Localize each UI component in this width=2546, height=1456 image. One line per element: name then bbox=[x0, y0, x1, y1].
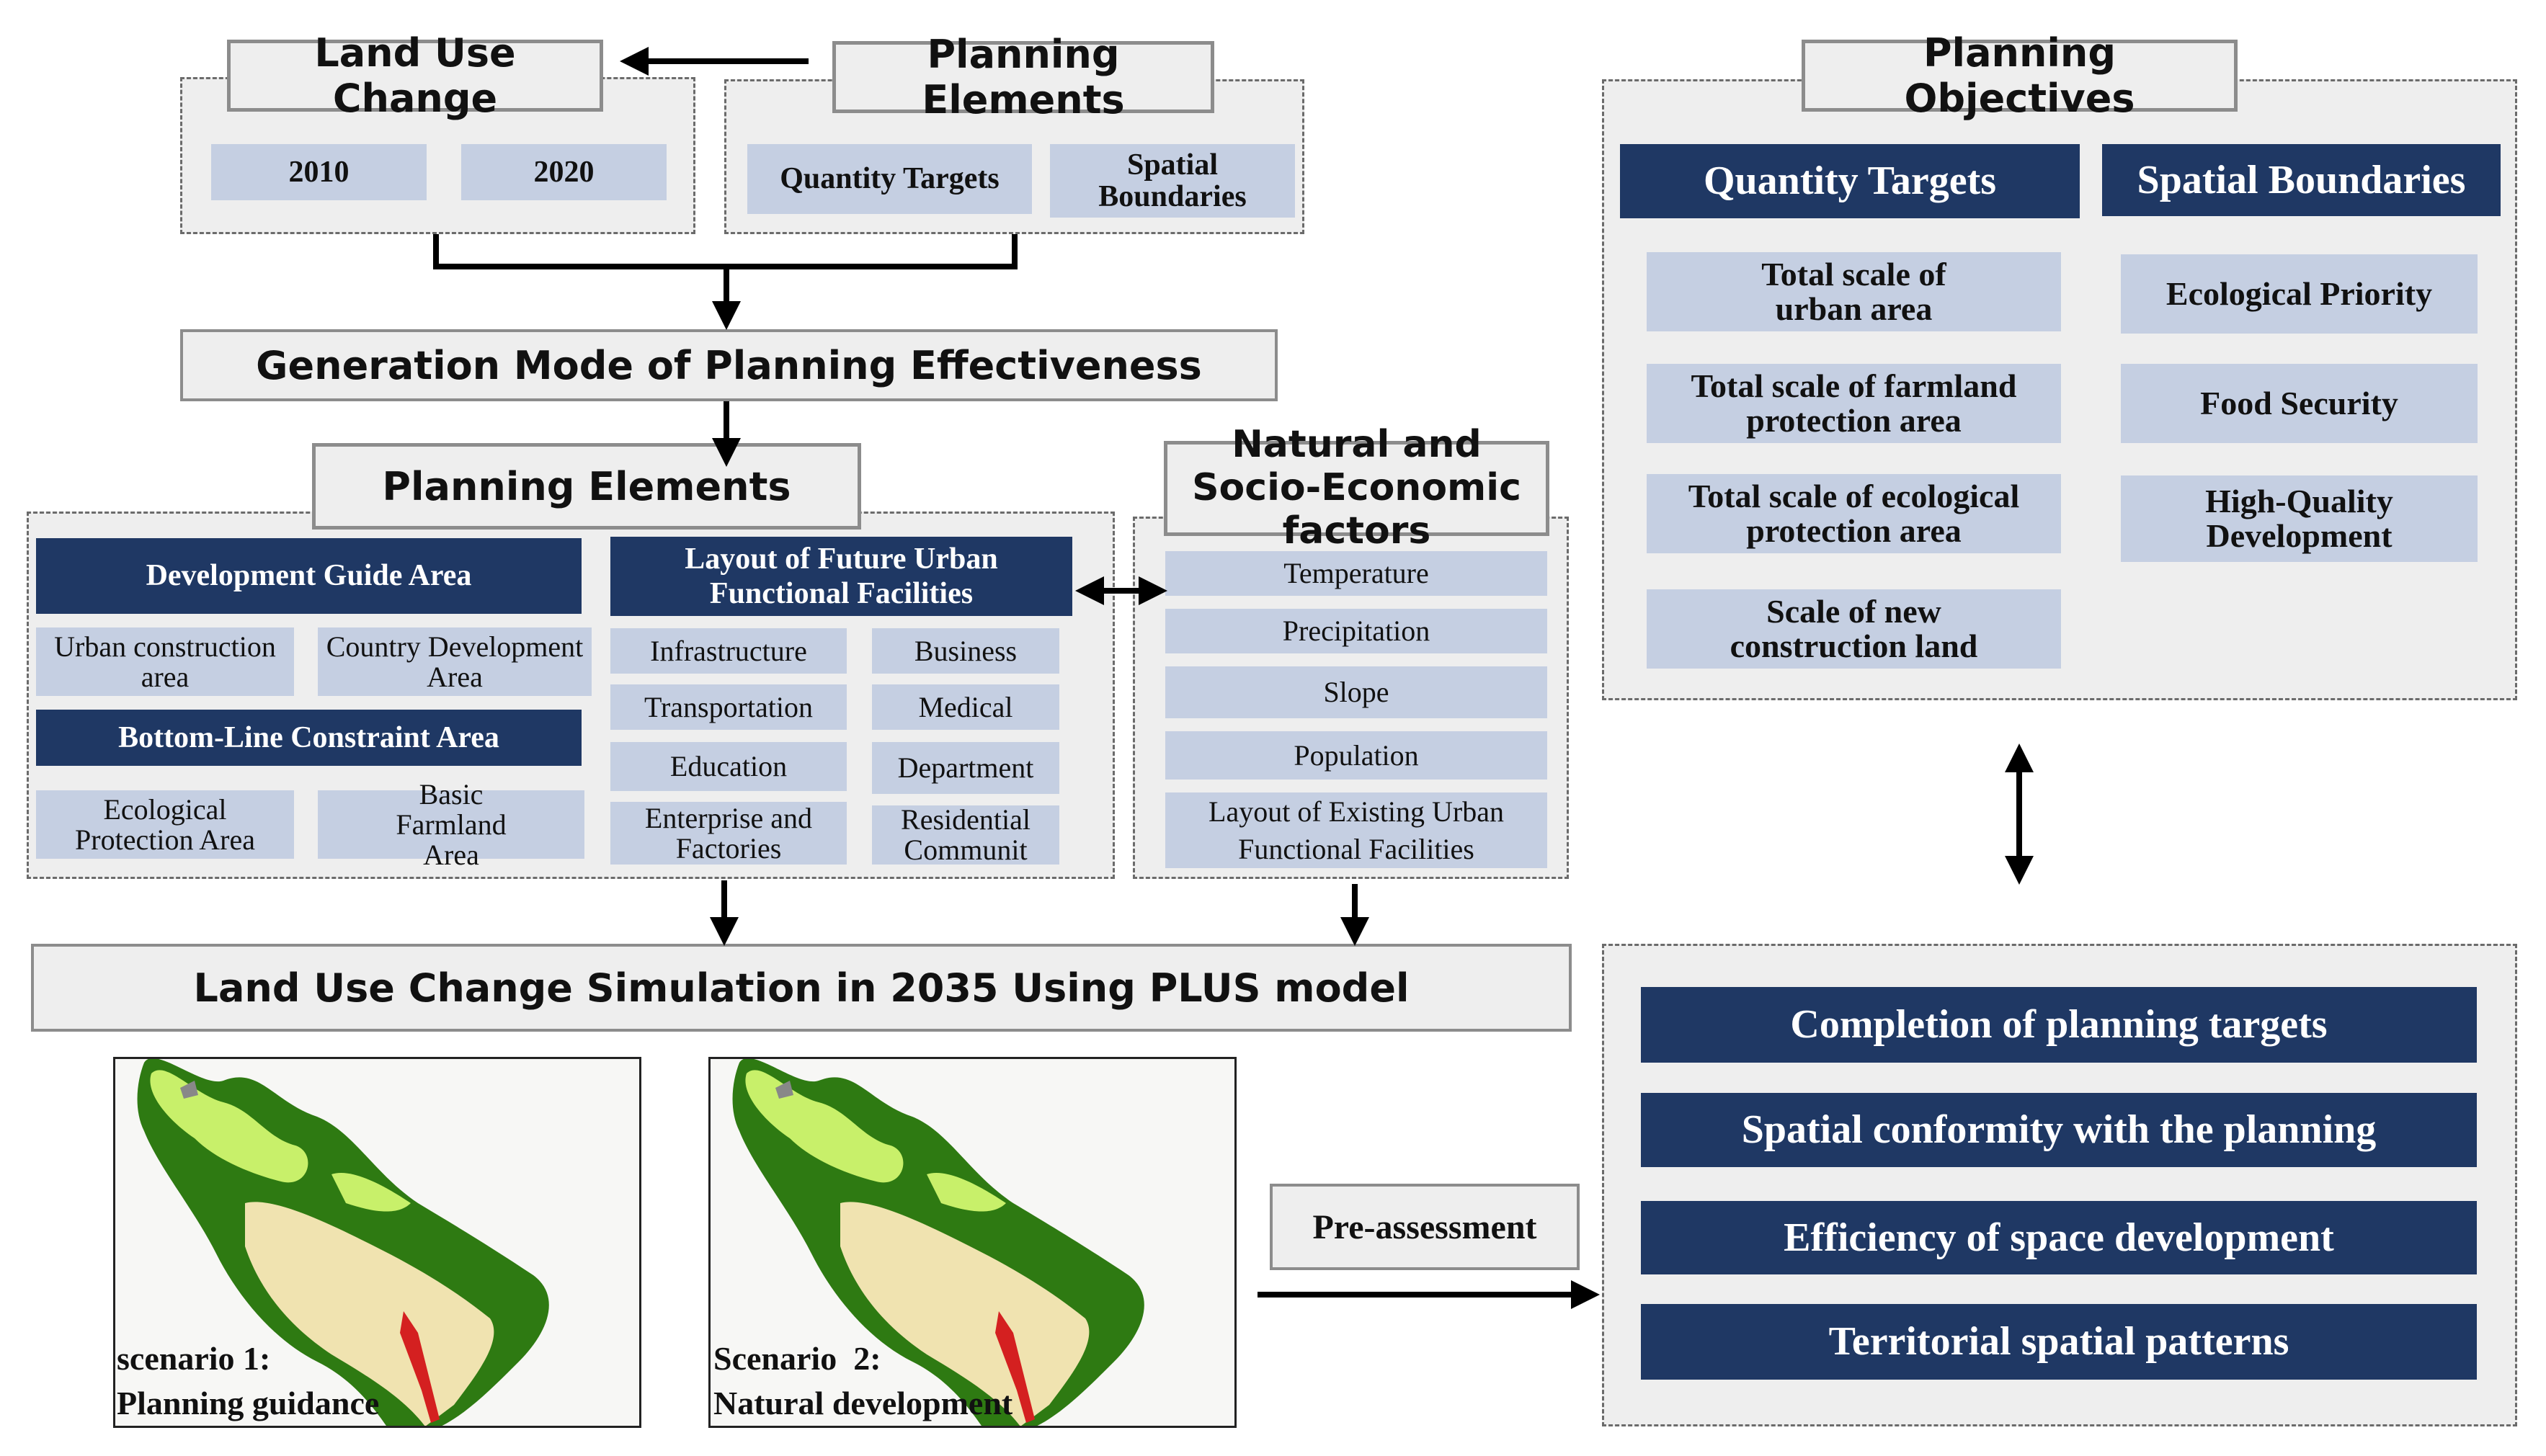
scenario-1-map bbox=[113, 1057, 641, 1428]
objective-total-urban-area: Total scale of urban area bbox=[1647, 252, 2061, 331]
objective-total-farmland: Total scale of farmland protection area bbox=[1647, 364, 2061, 443]
facility-department: Department bbox=[872, 742, 1059, 794]
year-2020: 2020 bbox=[461, 144, 667, 200]
scenario-1-label: scenario 1: Planning guidance bbox=[117, 1336, 477, 1426]
objective-ecological-priority: Ecological Priority bbox=[2121, 254, 2478, 334]
facility-transportation: Transportation bbox=[610, 684, 847, 730]
facility-business: Business bbox=[872, 628, 1059, 674]
facility-residential-communit: Residential Communit bbox=[872, 805, 1059, 865]
scenario-1-label-line2: Planning guidance bbox=[117, 1385, 380, 1422]
pre-assessment-box: Pre-assessment bbox=[1270, 1184, 1580, 1270]
future-facilities-title: Layout of Future Urban Functional Facili… bbox=[610, 537, 1072, 616]
planning-elements-detail-title: Planning Elements bbox=[312, 443, 861, 530]
facility-infrastructure: Infrastructure bbox=[610, 628, 847, 674]
scenario-2-label-line2: Natural development bbox=[713, 1385, 1013, 1422]
year-2010: 2010 bbox=[211, 144, 427, 200]
facility-enterprise-factories: Enterprise and Factories bbox=[610, 802, 847, 865]
factor-existing-facilities: Layout of Existing Urban Functional Faci… bbox=[1165, 792, 1547, 868]
country-development-area: Country Development Area bbox=[318, 627, 592, 696]
factor-slope: Slope bbox=[1165, 666, 1547, 718]
assessment-completion: Completion of planning targets bbox=[1641, 987, 2477, 1063]
facility-medical: Medical bbox=[872, 684, 1059, 730]
spatial-boundaries-title: Spatial Boundaries bbox=[2102, 144, 2501, 216]
region-map-icon bbox=[732, 1059, 1144, 1426]
objective-total-ecological: Total scale of ecological protection are… bbox=[1647, 474, 2061, 553]
development-guide-area-title: Development Guide Area bbox=[36, 538, 582, 614]
generation-mode-box: Generation Mode of Planning Effectivenes… bbox=[180, 329, 1278, 401]
bracket-top-merge bbox=[433, 234, 1018, 269]
simulation-box: Land Use Change Simulation in 2035 Using… bbox=[31, 944, 1572, 1032]
factor-temperature: Temperature bbox=[1165, 551, 1547, 596]
quantity-targets-item: Quantity Targets bbox=[747, 144, 1032, 214]
spatial-boundaries-item: Spatial Boundaries bbox=[1050, 144, 1295, 218]
quantity-targets-title: Quantity Targets bbox=[1620, 144, 2080, 218]
factor-population: Population bbox=[1165, 731, 1547, 780]
assessment-spatial-conformity: Spatial conformity with the planning bbox=[1641, 1093, 2477, 1167]
objective-food-security: Food Security bbox=[2121, 364, 2478, 443]
objective-new-construction: Scale of new construction land bbox=[1647, 589, 2061, 669]
scenario-1-label-line1: scenario 1: bbox=[117, 1340, 271, 1377]
scenario-2-label: Scenario 2: Natural development bbox=[713, 1336, 1146, 1426]
assessment-efficiency: Efficiency of space development bbox=[1641, 1201, 2477, 1274]
factor-precipitation: Precipitation bbox=[1165, 609, 1547, 653]
bottom-line-constraint-area-title: Bottom-Line Constraint Area bbox=[36, 710, 582, 766]
facility-education: Education bbox=[610, 742, 847, 791]
scenario-2-map bbox=[708, 1057, 1237, 1428]
ecological-protection-area: Ecological Protection Area bbox=[36, 790, 294, 859]
scenario-2-label-line1: Scenario 2: bbox=[713, 1340, 881, 1377]
urban-construction-area: Urban construction area bbox=[36, 627, 294, 696]
assessment-territorial-patterns: Territorial spatial patterns bbox=[1641, 1304, 2477, 1380]
region-map-icon bbox=[137, 1059, 549, 1426]
objective-high-quality: High-Quality Development bbox=[2121, 475, 2478, 562]
